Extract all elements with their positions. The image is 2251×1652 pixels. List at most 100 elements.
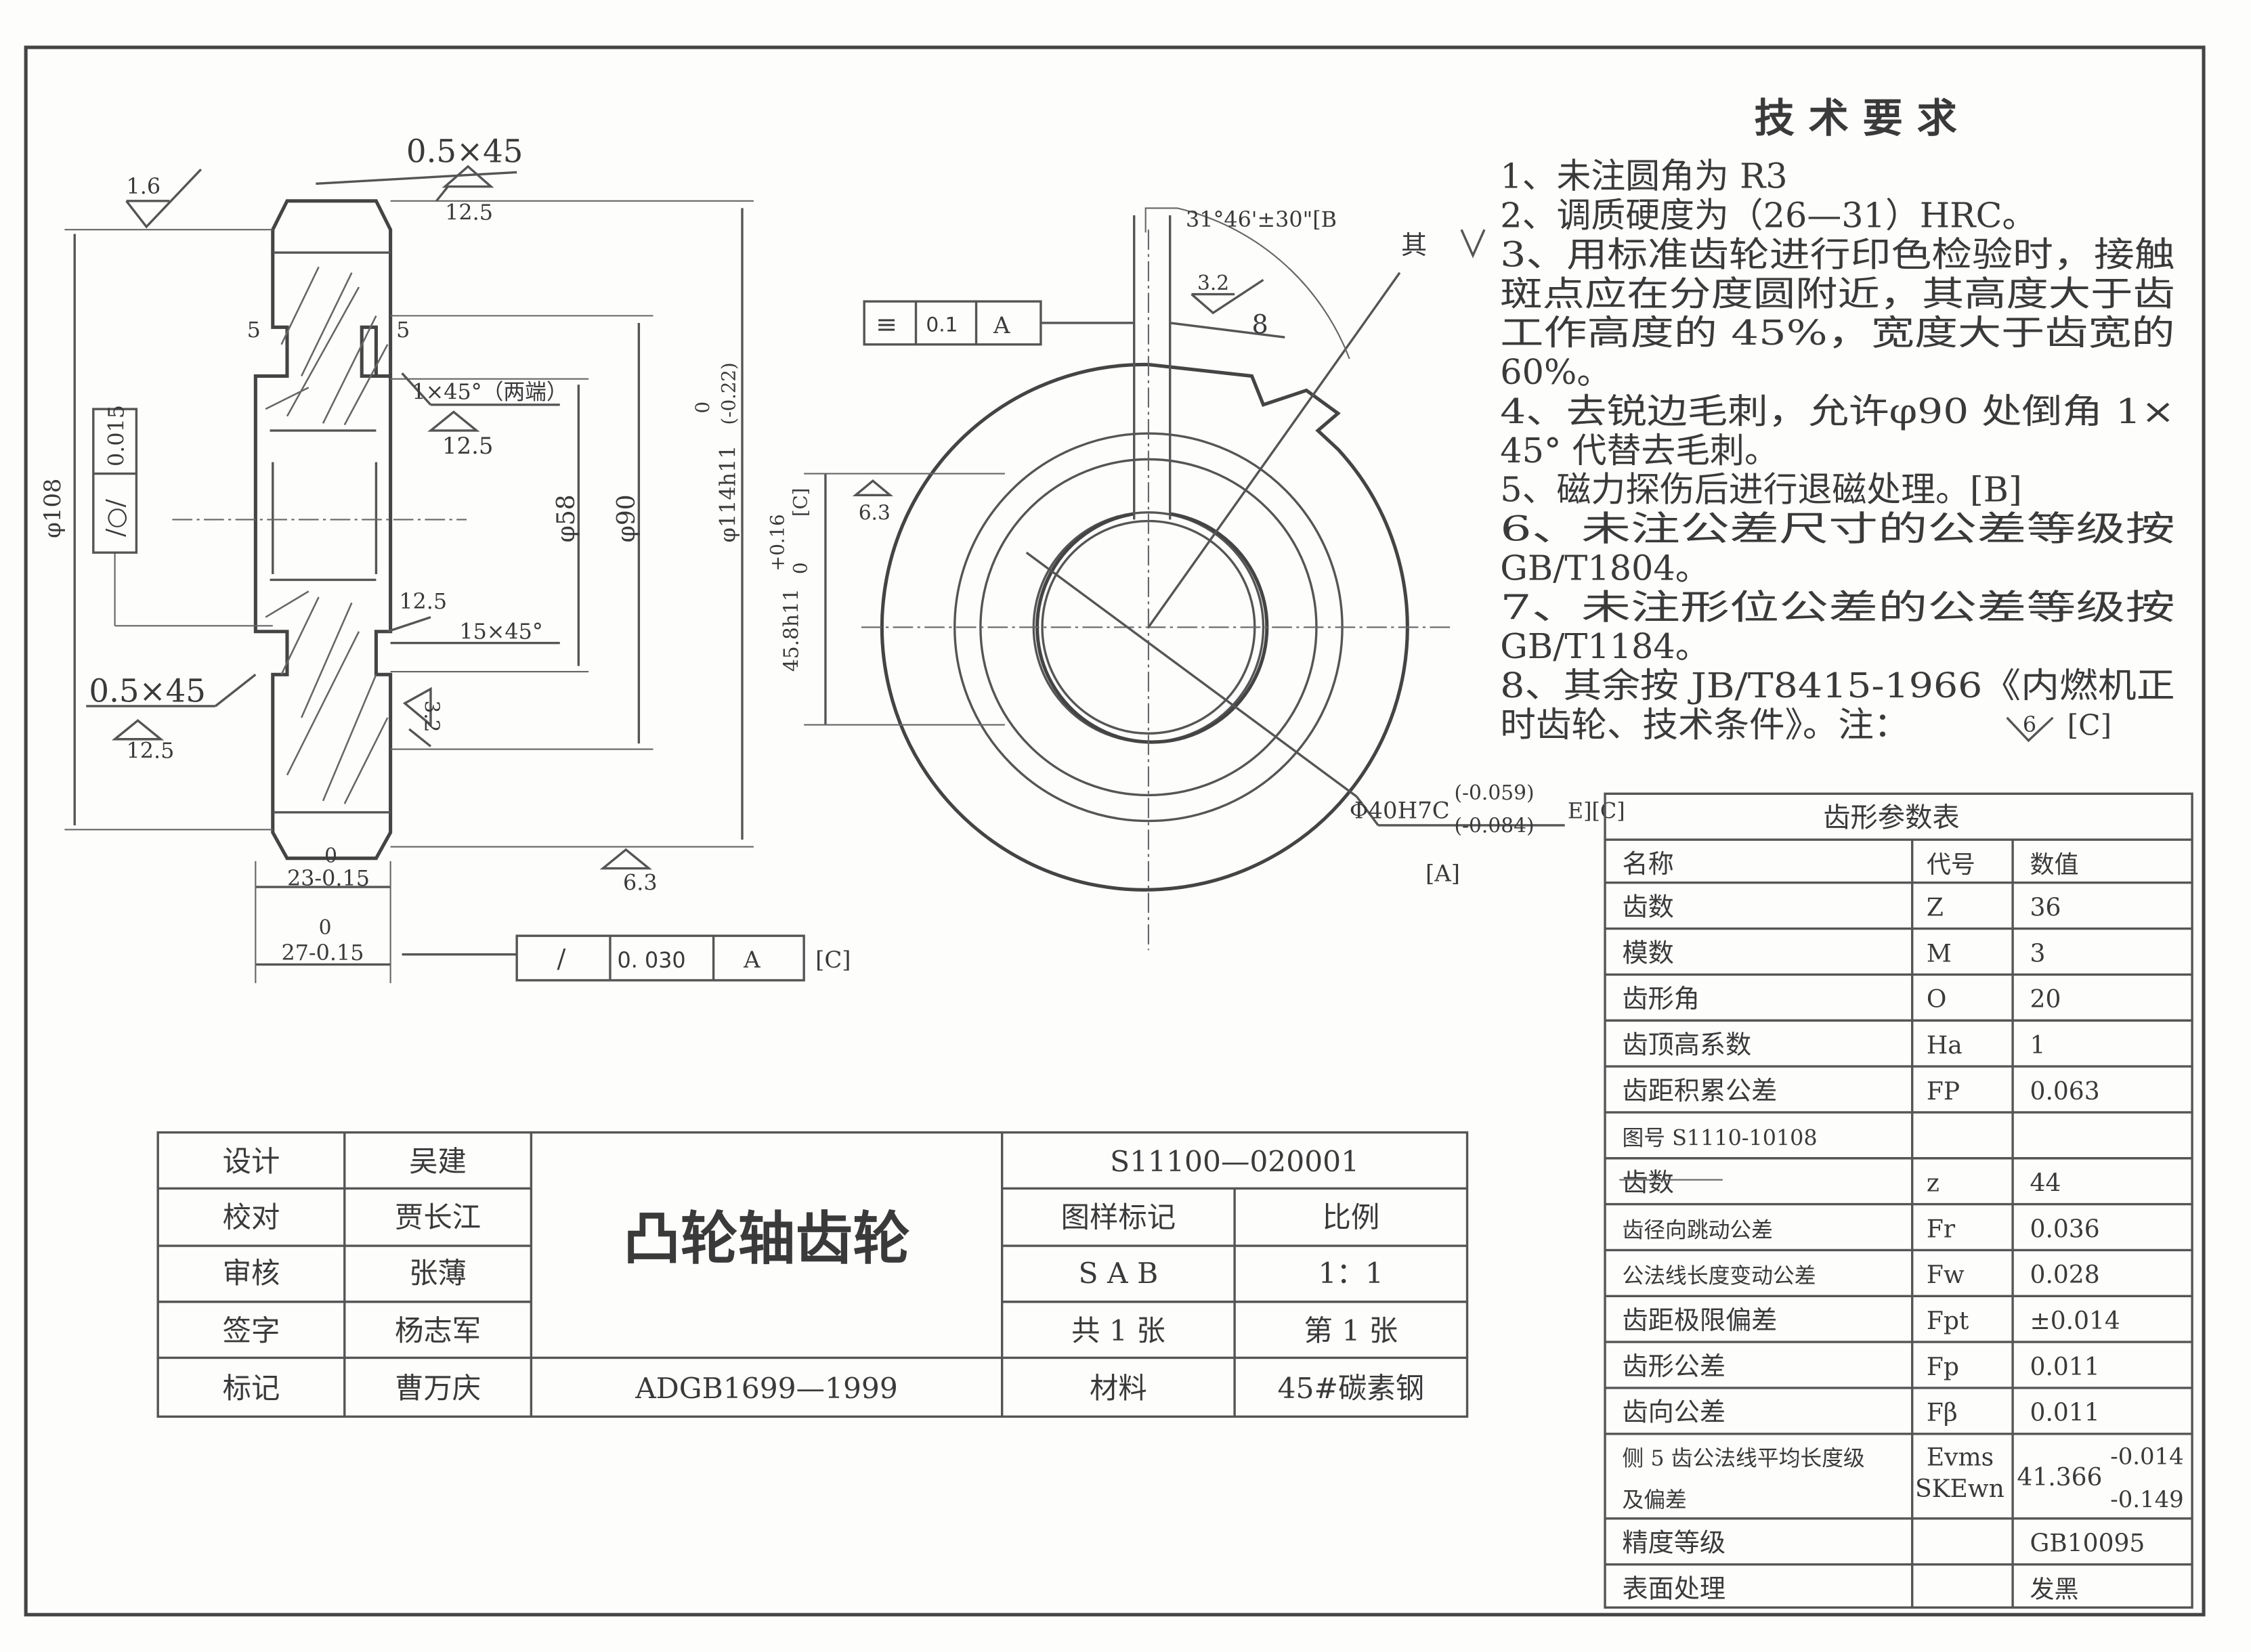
param-value-cell: 44: [2030, 1170, 2061, 1198]
symmetry-datum: A: [993, 312, 1010, 339]
param-code-cell: 代号: [1927, 851, 1975, 879]
param-value-cell: 41.366: [2017, 1464, 2102, 1492]
dim-5-left: 5: [247, 318, 261, 343]
bore-lower: (-0.084): [1454, 814, 1534, 838]
tech-requirement-line: 7、未注形位公差的公差等级按: [1500, 587, 2174, 627]
runout-symbol: /: [557, 944, 566, 974]
title-block-person: 贾长江: [395, 1201, 481, 1234]
angle-label: 31°46'±30"[B: [1186, 207, 1337, 232]
material-value: 45#碳素钢: [1278, 1372, 1425, 1405]
param-value-cell: 36: [2030, 894, 2061, 921]
chamfer-bottom-label: 0.5×45: [89, 673, 206, 710]
dim-458-label: 45.8h11: [779, 588, 803, 672]
tech-requirement-line: 1、未注圆角为 R3: [1500, 156, 1787, 196]
dia-108-label: φ108: [39, 478, 66, 538]
mark-value: S A B: [1079, 1257, 1159, 1290]
tech-requirements-title: 技 术 要 求: [1755, 94, 1958, 142]
param-name-cell: 齿形公差: [1622, 1351, 1725, 1381]
sheet-border: [24, 45, 2206, 1617]
title-block-role: 设计: [223, 1145, 280, 1178]
param-value-cell: 数值: [2030, 851, 2079, 879]
param-value-cell: 3: [2030, 940, 2046, 968]
param-name-cell: 侧 5 齿公法线平均长度级: [1622, 1446, 1864, 1471]
param-name-cell: 齿向公差: [1622, 1397, 1725, 1427]
front-rough-63: 6.3: [859, 500, 891, 524]
dia-90-label: φ90: [613, 494, 641, 542]
cylindricity-symbol: /○/: [102, 498, 129, 537]
param-value-cell: 20: [2030, 986, 2061, 1014]
param-code-cell: Z: [1927, 894, 1944, 921]
param-value-cell: GB10095: [2030, 1530, 2145, 1558]
cylindricity-value: 0.015: [104, 405, 129, 466]
param-code-cell: FP: [1927, 1078, 1960, 1106]
param-code-line2: SKEwn: [1915, 1475, 2005, 1503]
tech-requirement-line: 2、调质硬度为（26—31）HRC。: [1500, 196, 2036, 236]
param-value-cell: 1: [2030, 1032, 2046, 1060]
param-code-cell: Fβ: [1927, 1399, 1958, 1427]
tech-requirement-line: 60%。: [1500, 352, 1611, 392]
standard-number: ADGB1699—1999: [635, 1372, 898, 1405]
param-name-cell: 齿形角: [1622, 984, 1699, 1014]
param-table-title: 齿形参数表: [1823, 802, 1959, 833]
chamfer-both-label: 1×45°（两端）: [412, 379, 567, 404]
title-block-role: 签字: [223, 1314, 280, 1347]
param-name-cell: 表面处理: [1622, 1573, 1725, 1603]
rough-125-b: 12.5: [399, 589, 447, 614]
bore-label: Φ40H7C: [1350, 797, 1450, 823]
runout-ref: [C]: [815, 947, 851, 973]
dim-458-ref: [C]: [790, 488, 811, 517]
param-value-cell: 0.011: [2030, 1353, 2100, 1381]
tech-requirement-line: 3、用标准齿轮进行印色检验时，接触: [1500, 234, 2174, 274]
drawing-number: S11100—020001: [1110, 1145, 1359, 1178]
param-name-cell: 模数: [1622, 938, 1673, 968]
param-name-cell: 齿径向跳动公差: [1622, 1217, 1772, 1242]
symmetry-symbol: ≡: [876, 309, 897, 339]
other-label: 其: [1401, 230, 1427, 260]
rough-125-c: 12.5: [127, 738, 175, 763]
section-view: /○/ 0.015 / 0. 030 A [C] 0.5×45 12.5 1.6…: [39, 133, 851, 984]
title-block-person: 杨志军: [395, 1314, 481, 1347]
dim-458-upper: +0.16: [767, 514, 788, 571]
chamfer-15-label: 15×45°: [459, 619, 542, 644]
tech-requirement-line: 8、其余按 JB/T8415-1966《内燃机正: [1500, 666, 2174, 705]
tech-note-ref: [C]: [2067, 708, 2112, 741]
param-code-cell: Evms: [1927, 1443, 1994, 1471]
rough-top-label: 12.5: [445, 200, 493, 225]
param-code-cell: O: [1927, 986, 1947, 1014]
param-code-cell: z: [1927, 1170, 1939, 1198]
width-27-label: 27-0.15: [282, 940, 364, 965]
sheets-total: 共 1 张: [1071, 1314, 1165, 1347]
front-view: ≡ 0.1 A 31°46'±30"[B 其 3.2 8 6.3 Φ40H7C …: [804, 207, 1625, 951]
bore-upper: (-0.059): [1454, 781, 1534, 804]
tech-requirement-line: 5、磁力探伤后进行退磁处理。[B]: [1500, 470, 2022, 510]
width-23-upper: 0: [324, 844, 337, 867]
title-block-person: 张薄: [409, 1257, 467, 1290]
chamfer-top-label: 0.5×45: [406, 133, 523, 170]
tech-requirement-line: 时齿轮、技术条件》。注：: [1500, 705, 1909, 745]
param-name-cell: 公法线长度变动公差: [1622, 1263, 1816, 1288]
tech-requirement-line: 斑点应在分度圆附近，其高度大于齿: [1500, 274, 2174, 313]
technical-requirements: 1、未注圆角为 R32、调质硬度为（26—31）HRC。3、用标准齿轮进行印色检…: [1500, 156, 2174, 745]
tech-requirement-line: GB/T1804。: [1500, 548, 1709, 588]
param-code-cell: Fpt: [1927, 1307, 1969, 1335]
datum-a-label: [A]: [1425, 861, 1460, 887]
tech-requirement-line: 工作高度的 45%，宽度大于齿宽的: [1500, 313, 2174, 353]
dim-458-lower: 0: [790, 562, 811, 574]
param-value-cell: 发黑: [2030, 1575, 2079, 1603]
material-label: 材料: [1090, 1372, 1147, 1405]
param-upper-deviation: -0.014: [2110, 1443, 2184, 1469]
param-name-cell: 精度等级: [1622, 1528, 1725, 1558]
param-code-cell: Fp: [1927, 1353, 1959, 1381]
param-name-cell: 齿距极限偏差: [1622, 1305, 1777, 1335]
title-block-role: 审核: [223, 1257, 280, 1290]
scale-label: 比例: [1322, 1201, 1379, 1234]
tech-requirement-line: 4、去锐边毛刺，允许φ90 处倒角 1×: [1500, 391, 2174, 431]
tech-requirement-line: 6、未注公差尺寸的公差等级按: [1500, 509, 2174, 549]
title-block: 设计吴建校对贾长江审核张薄签字杨志军标记曹万庆 凸轮轴齿轮 ADGB1699—1…: [156, 1131, 1469, 1418]
runout-datum: A: [743, 947, 760, 973]
title-block-person: 吴建: [409, 1145, 467, 1178]
tech-note-roughness: 6: [2023, 712, 2036, 737]
title-block-role: 标记: [223, 1372, 280, 1405]
roughness-note-icon: [2006, 716, 2054, 743]
